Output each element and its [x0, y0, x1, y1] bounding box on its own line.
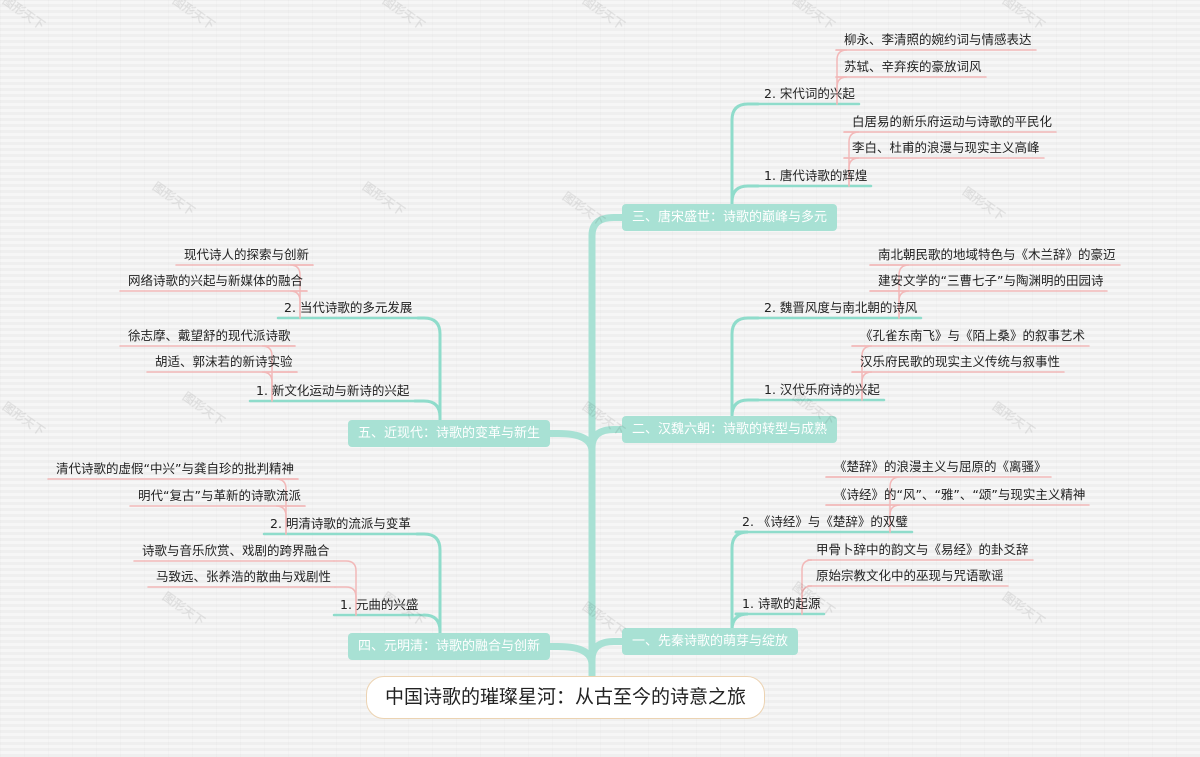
leaf-b5-s1-1[interactable]: 胡适、郭沫若的新诗实验 [155, 354, 293, 369]
leaf-b2-s1-2[interactable]: 《孔雀东南飞》与《陌上桑》的叙事艺术 [860, 328, 1086, 343]
leaf-b3-s2-1[interactable]: 苏轼、辛弃疾的豪放词风 [844, 59, 982, 74]
leaf-b1-s2-1[interactable]: 《诗经》的“风”、“雅”、“颂”与现实主义精神 [834, 487, 1086, 502]
leaf-b1-s1-1[interactable]: 原始宗教文化中的巫现与咒语歌谣 [816, 568, 1004, 583]
leaf-b5-s2-2[interactable]: 现代诗人的探索与创新 [184, 247, 310, 262]
subtopic-b3-s1[interactable]: 1. 唐代诗歌的辉煌 [764, 168, 868, 183]
leaf-b5-s1-2[interactable]: 徐志摩、戴望舒的现代派诗歌 [128, 328, 291, 343]
branch-b1[interactable]: 一、先秦诗歌的萌芽与绽放 [622, 628, 799, 655]
leaf-b2-s1-1[interactable]: 汉乐府民歌的现实主义传统与叙事性 [860, 354, 1061, 369]
branch-b5[interactable]: 五、近现代：诗歌的变革与新生 [348, 420, 551, 447]
subtopic-b2-s1[interactable]: 1. 汉代乐府诗的兴起 [764, 382, 880, 397]
leaf-b1-s1-2[interactable]: 甲骨卜辞中的韵文与《易经》的卦爻辞 [816, 542, 1029, 557]
subtopic-b2-s2[interactable]: 2. 魏晋风度与南北朝的诗风 [764, 300, 918, 315]
leaf-b4-s2-2[interactable]: 清代诗歌的虚假“中兴”与龚自珍的批判精神 [56, 461, 294, 476]
root-topic[interactable]: 中国诗歌的璀璨星河：从古至今的诗意之旅 [366, 676, 766, 719]
leaf-b4-s1-1[interactable]: 马致远、张养浩的散曲与戏剧性 [156, 569, 332, 584]
subtopic-b4-s2[interactable]: 2. 明清诗歌的流派与变革 [270, 516, 411, 531]
subtopic-b3-s2[interactable]: 2. 宋代词的兴起 [764, 86, 855, 101]
leaf-b3-s1-1[interactable]: 李白、杜甫的浪漫与现实主义高峰 [852, 140, 1040, 155]
leaf-b2-s2-1[interactable]: 建安文学的“三曹七子”与陶渊明的田园诗 [878, 273, 1104, 288]
leaf-b2-s2-2[interactable]: 南北朝民歌的地域特色与《木兰辞》的豪迈 [878, 247, 1116, 262]
leaf-b4-s1-2[interactable]: 诗歌与音乐欣赏、戏剧的跨界融合 [142, 543, 330, 558]
subtopic-b5-s1[interactable]: 1. 新文化运动与新诗的兴起 [256, 383, 410, 398]
branch-b4[interactable]: 四、元明清：诗歌的融合与创新 [348, 633, 551, 660]
subtopic-b1-s1[interactable]: 1. 诗歌的起源 [742, 596, 821, 611]
leaf-b1-s2-2[interactable]: 《楚辞》的浪漫主义与屈原的《离骚》 [834, 459, 1047, 474]
leaf-b4-s2-1[interactable]: 明代“复古”与革新的诗歌流派 [138, 488, 301, 503]
subtopic-b4-s1[interactable]: 1. 元曲的兴盛 [340, 597, 419, 612]
leaf-b3-s1-2[interactable]: 白居易的新乐府运动与诗歌的平民化 [852, 114, 1053, 129]
leaf-b5-s2-1[interactable]: 网络诗歌的兴起与新媒体的融合 [128, 273, 304, 288]
subtopic-b5-s2[interactable]: 2. 当代诗歌的多元发展 [284, 300, 413, 315]
leaf-b3-s2-2[interactable]: 柳永、李清照的婉约词与情感表达 [844, 32, 1032, 47]
branch-b2[interactable]: 二、汉魏六朝：诗歌的转型与成熟 [622, 416, 838, 443]
branch-b3[interactable]: 三、唐宋盛世：诗歌的巅峰与多元 [622, 204, 838, 231]
subtopic-b1-s2[interactable]: 2. 《诗经》与《楚辞》的双璧 [742, 514, 908, 529]
